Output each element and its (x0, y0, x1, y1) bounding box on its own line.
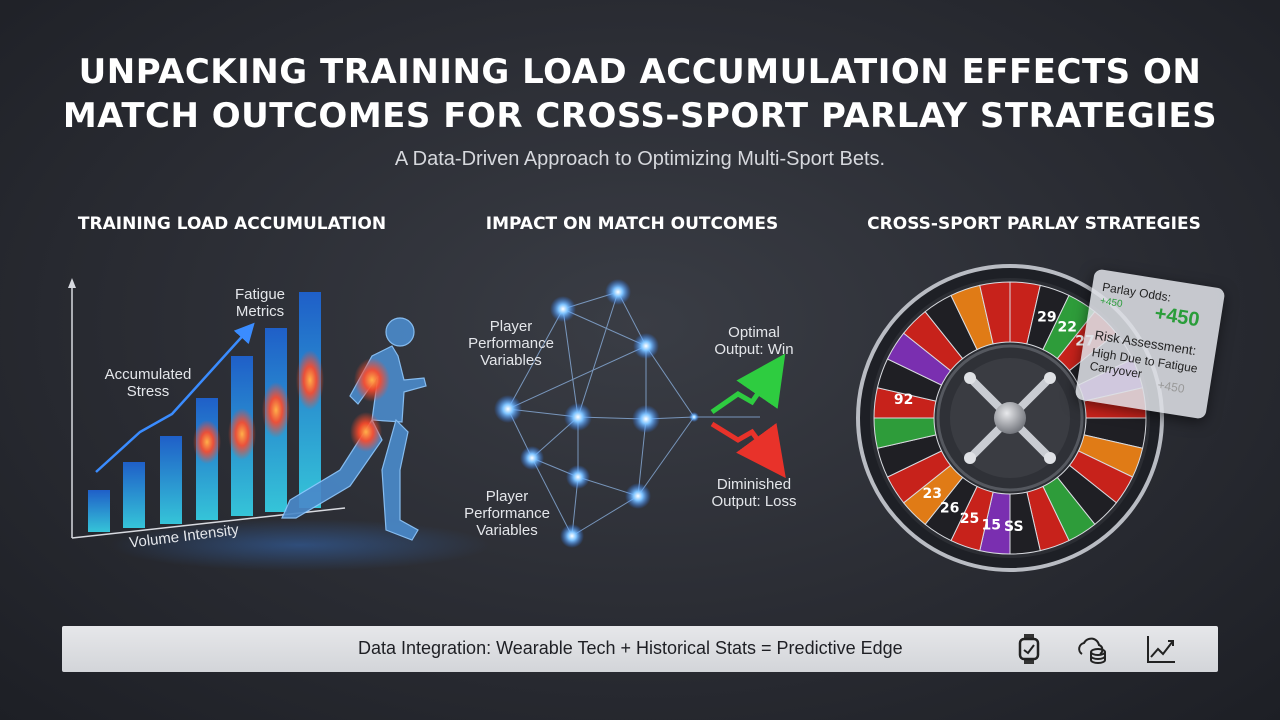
footer-text: Data Integration: Wearable Tech + Histor… (358, 638, 903, 658)
network-node (550, 296, 576, 322)
wheel-number: 29 (1037, 310, 1056, 326)
wheel-number: 15 (981, 517, 1000, 533)
fatigue-metrics-label: Fatigue Metrics (234, 286, 286, 320)
stress-hotspot (262, 382, 290, 438)
network-node (560, 524, 584, 548)
stress-hotspot (193, 420, 221, 464)
title-line-2: MATCH OUTCOMES FOR CROSS-SPORT PARLAY ST… (62, 96, 1218, 136)
loss-arrow (710, 421, 786, 479)
network-node (564, 403, 592, 431)
network-node (566, 465, 590, 489)
wheel-number: 25 (960, 511, 979, 527)
y-axis-arrow (68, 278, 76, 288)
parlay-odds-card: Parlay Odds: +450 +450 Risk Assessment: … (1074, 268, 1226, 420)
parlay-heading: CROSS-SPORT PARLAY STRATEGIES (867, 214, 1201, 234)
win-label: Optimal Output: Win (714, 324, 794, 358)
bottom-input-label: Player Performance Variables (464, 488, 550, 539)
win-arrow (710, 353, 786, 415)
odds-small: +450 (1099, 295, 1124, 311)
hip-hotspot (354, 358, 390, 402)
wheel-segment (979, 281, 1011, 345)
network-node (625, 483, 651, 509)
stress-hotspot (228, 408, 256, 460)
network-node (633, 333, 659, 359)
wheel-number: 23 (923, 486, 942, 502)
training-chart (68, 278, 490, 571)
network-nodes (494, 279, 699, 548)
wheel-number: SS (1004, 519, 1024, 535)
wheel-number: 92 (894, 392, 913, 408)
page-title: UNPACKING TRAINING LOAD ACCUMULATION EFF… (0, 50, 1280, 138)
impact-heading: IMPACT ON MATCH OUTCOMES (485, 214, 779, 234)
network-node (520, 446, 544, 470)
trend-arrow (95, 322, 255, 473)
smartwatch-icon (1018, 634, 1040, 664)
top-input-label: Player Performance Variables (468, 318, 554, 369)
load-bar (88, 490, 110, 532)
odds-value: +450 (1153, 302, 1202, 332)
parlay-wheel: 29222726252315SS92 (856, 264, 1164, 572)
risk-ghost-value: +450 (1156, 377, 1186, 396)
footer-bar: Data Integration: Wearable Tech + Histor… (62, 626, 1218, 672)
wheel-number: 26 (940, 501, 959, 517)
thigh-hotspot (350, 412, 382, 452)
load-bar (160, 436, 182, 524)
wheel-number: 22 (1057, 319, 1076, 335)
wheel-number-labels: 29222726252315SS92 (894, 310, 1095, 535)
subtitle: A Data-Driven Approach to Optimizing Mul… (394, 148, 886, 170)
network-node (605, 279, 631, 305)
network-node (689, 412, 699, 422)
title-line-1: UNPACKING TRAINING LOAD ACCUMULATION EFF… (78, 52, 1202, 92)
accumulated-stress-label: Accumulated Stress (104, 366, 192, 400)
training-heading: TRAINING LOAD ACCUMULATION (77, 214, 387, 234)
cloud-database-icon (1078, 637, 1106, 664)
impact-network (494, 279, 786, 548)
wheel-hub (994, 402, 1026, 434)
stress-hotspot (296, 350, 324, 410)
load-bar (123, 462, 145, 528)
network-node (494, 395, 522, 423)
line-chart-icon (1147, 636, 1175, 663)
loss-label: Diminished Output: Loss (711, 476, 797, 510)
network-node (632, 405, 660, 433)
